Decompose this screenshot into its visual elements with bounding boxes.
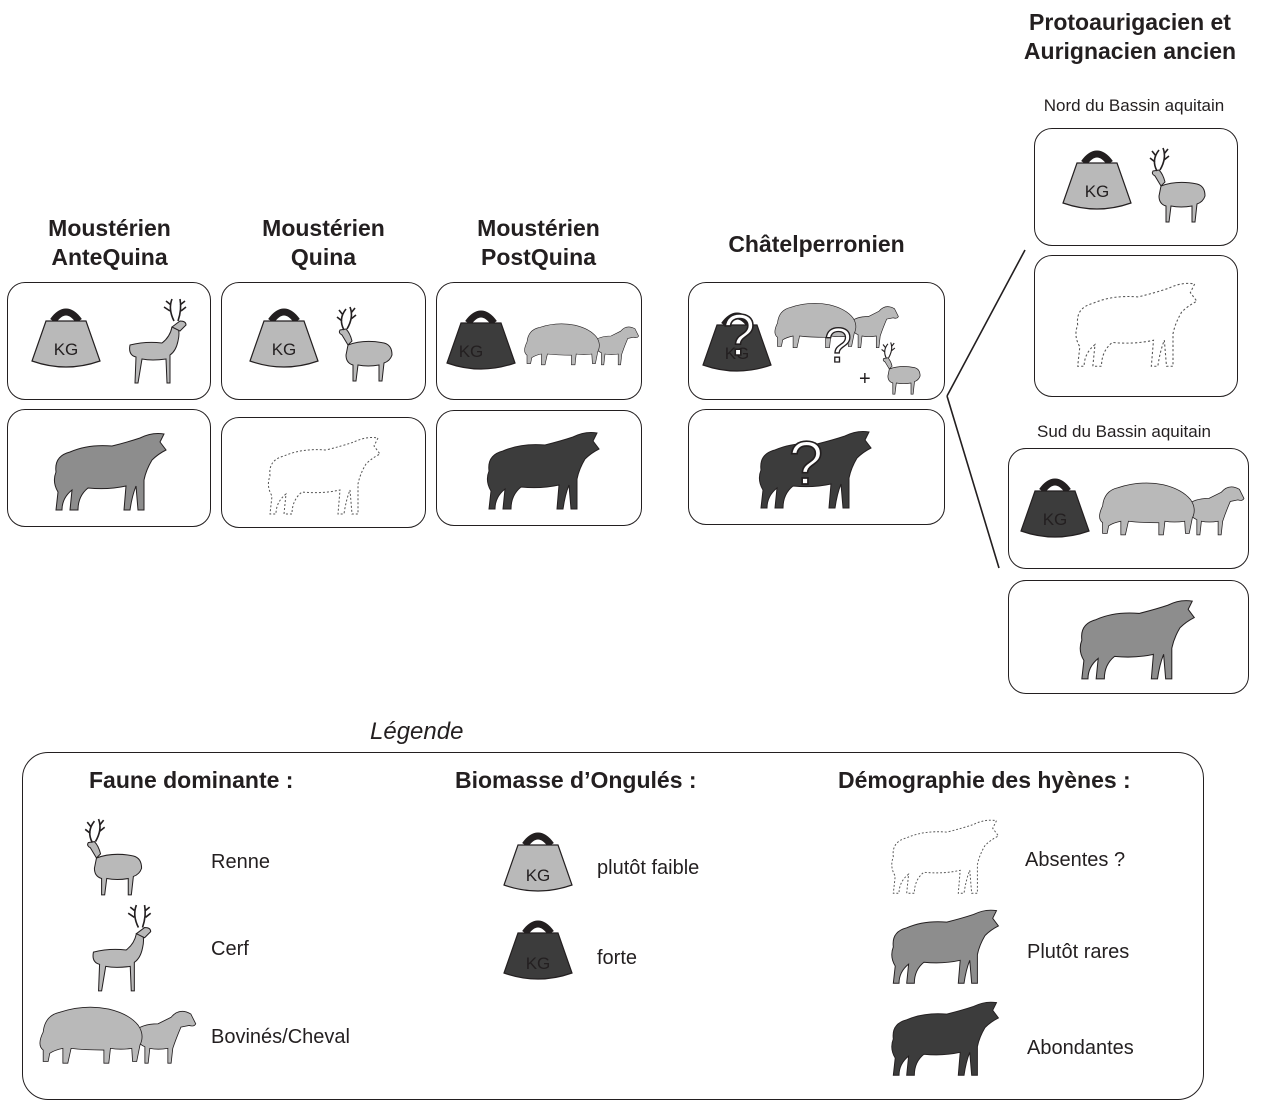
fauna-box-antequina: KG [7, 282, 211, 400]
legend-title: Légende [370, 718, 463, 746]
weight-icon: KG [32, 312, 100, 367]
legend-label-forte: forte [597, 947, 637, 970]
fauna-box-postquina: KG [436, 282, 642, 400]
legend-box: Faune dominante : Biomasse d’Ongulés : D… [22, 752, 1204, 1100]
reindeer-icon [337, 307, 392, 381]
weight-icon: KG [250, 312, 318, 367]
hyena-icon [1076, 283, 1197, 366]
hyena-icon [268, 438, 380, 515]
hyena-box-quina [221, 417, 426, 528]
plus-sign: + [859, 368, 871, 390]
fauna-box-sud: KG [1008, 448, 1249, 569]
fauna-box-chatelperronien: KG + [688, 282, 945, 400]
hyena-box-nord [1034, 255, 1238, 397]
reindeer-icon [882, 342, 921, 394]
legend-icons: KG KG [23, 753, 1203, 1098]
hyena-box-sud [1008, 580, 1249, 694]
bison-horse-icon [1100, 483, 1244, 535]
fauna-box-nord: KG [1034, 128, 1238, 246]
hyena-icon [892, 820, 999, 893]
reindeer-icon [1150, 148, 1205, 222]
weight-icon: KG [1021, 482, 1089, 537]
weight-kg-label: KG [272, 340, 297, 359]
region-label-sud: Sud du Bassin aquitain [990, 422, 1258, 442]
hyena-icon [892, 910, 999, 983]
deer-icon [130, 299, 186, 383]
weight-icon: KG [504, 836, 572, 891]
hyena-icon [487, 433, 599, 510]
question-mark-icon [789, 429, 823, 497]
hyena-box-postquina [436, 410, 642, 526]
bison-horse-icon [525, 324, 639, 365]
bison-horse-icon [40, 1007, 196, 1063]
weight-icon: KG [504, 924, 572, 979]
question-mark-icon [723, 303, 755, 368]
deer-icon [93, 905, 151, 991]
hyena-icon [892, 1002, 999, 1075]
weight-kg-label: KG [526, 866, 551, 885]
period-title-chatelperronien: Châtelperronien [688, 230, 945, 259]
branch-lines [940, 250, 1010, 580]
weight-kg-label: KG [526, 954, 551, 973]
reindeer-icon [85, 819, 141, 895]
legend-label-cerf: Cerf [211, 938, 249, 961]
legend-label-renne: Renne [211, 851, 270, 874]
hyena-icon [54, 434, 166, 511]
legend-label-absentes: Absentes ? [1025, 849, 1125, 872]
question-mark-icon [824, 318, 851, 373]
hyena-box-antequina [7, 409, 211, 527]
legend-label-bovines-cheval: Bovinés/Cheval [211, 1026, 350, 1049]
region-label-nord: Nord du Bassin aquitain [1000, 96, 1268, 116]
hyena-box-chatelperronien [688, 409, 945, 525]
weight-icon: KG [1063, 154, 1131, 209]
legend-label-plutot-rares: Plutôt rares [1027, 941, 1129, 964]
legend-label-abondantes: Abondantes [1027, 1037, 1134, 1060]
weight-kg-label: KG [1085, 182, 1110, 201]
fauna-box-antequina-art: KG [8, 283, 212, 401]
weight-kg-label: KG [459, 342, 484, 361]
fauna-box-quina: KG [221, 282, 426, 400]
weight-icon: KG [447, 314, 515, 369]
hyena-icon [1080, 601, 1194, 679]
weight-kg-label: KG [54, 340, 79, 359]
legend-label-plutot-faible: plutôt faible [597, 857, 699, 880]
weight-kg-label: KG [1043, 510, 1068, 529]
